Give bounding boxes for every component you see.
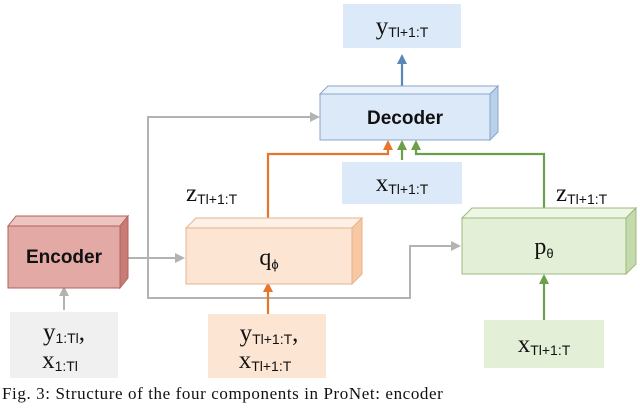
encoder-input-x: x1:Tl [42,347,78,374]
p-input-x: xTl+1:T [518,331,571,358]
q-phi-side-face [351,216,363,286]
p-input-bg [484,320,604,368]
figure-caption: Fig. 3: Structure of the four components… [2,384,444,403]
encoder-side-face [119,214,129,290]
encoder-box: Encoder [6,214,130,290]
decoder-front-face [319,93,491,141]
q-input-x: xTl+1:T [239,347,292,374]
p-input-label: xTl+1:T [484,320,604,368]
q-input-label: yTl+1:T, xTl+1:T [208,314,326,378]
middle-x-bg [342,162,462,204]
encoder-input-y: y1:Tl, [43,319,85,346]
p-theta-box: pθ [460,206,638,276]
z-left-label: zTl+1:T [186,180,238,207]
encoder-input-bg [10,312,118,378]
p-theta-side-face [625,206,637,276]
arrow-encoder-to-p [147,241,461,299]
arrow-q-to-decoder [266,140,393,228]
decoder-box: Decoder [318,84,500,142]
p-theta-label: pθ [534,234,553,261]
output-y-text: yTl+1:T [376,13,429,40]
q-phi-top-face [184,217,364,229]
pronet-diagram: Decoder Encoder qϕ pθ yTl+1:T xTl+1:T zT… [6,4,638,378]
z-right-label: zTl+1:T [556,180,608,207]
decoder-label: Decoder [367,108,444,129]
arrow-encoder-to-decoder [147,112,320,258]
q-phi-front-face [185,227,353,285]
output-y-label: yTl+1:T [343,4,461,48]
middle-x-label: xTl+1:T [342,162,462,204]
encoder-label: Encoder [26,247,103,268]
decoder-top-face [318,85,500,95]
p-theta-front-face [461,217,627,275]
q-input-y: yTl+1:T, [240,320,299,347]
encoder-top-face [6,215,130,227]
p-theta-top-face [460,207,638,219]
gray-connectors [59,112,461,310]
q-phi-box: qϕ [184,216,364,286]
q-input-bg [208,314,326,378]
output-y-bg [343,4,461,48]
arrow-p-to-decoder [411,140,546,214]
decoder-side-face [489,84,499,142]
q-phi-label: qϕ [259,245,278,272]
middle-x-text: xTl+1:T [376,170,429,197]
encoder-input-label: y1:Tl, x1:Tl [10,312,118,378]
encoder-front-face [7,225,121,289]
